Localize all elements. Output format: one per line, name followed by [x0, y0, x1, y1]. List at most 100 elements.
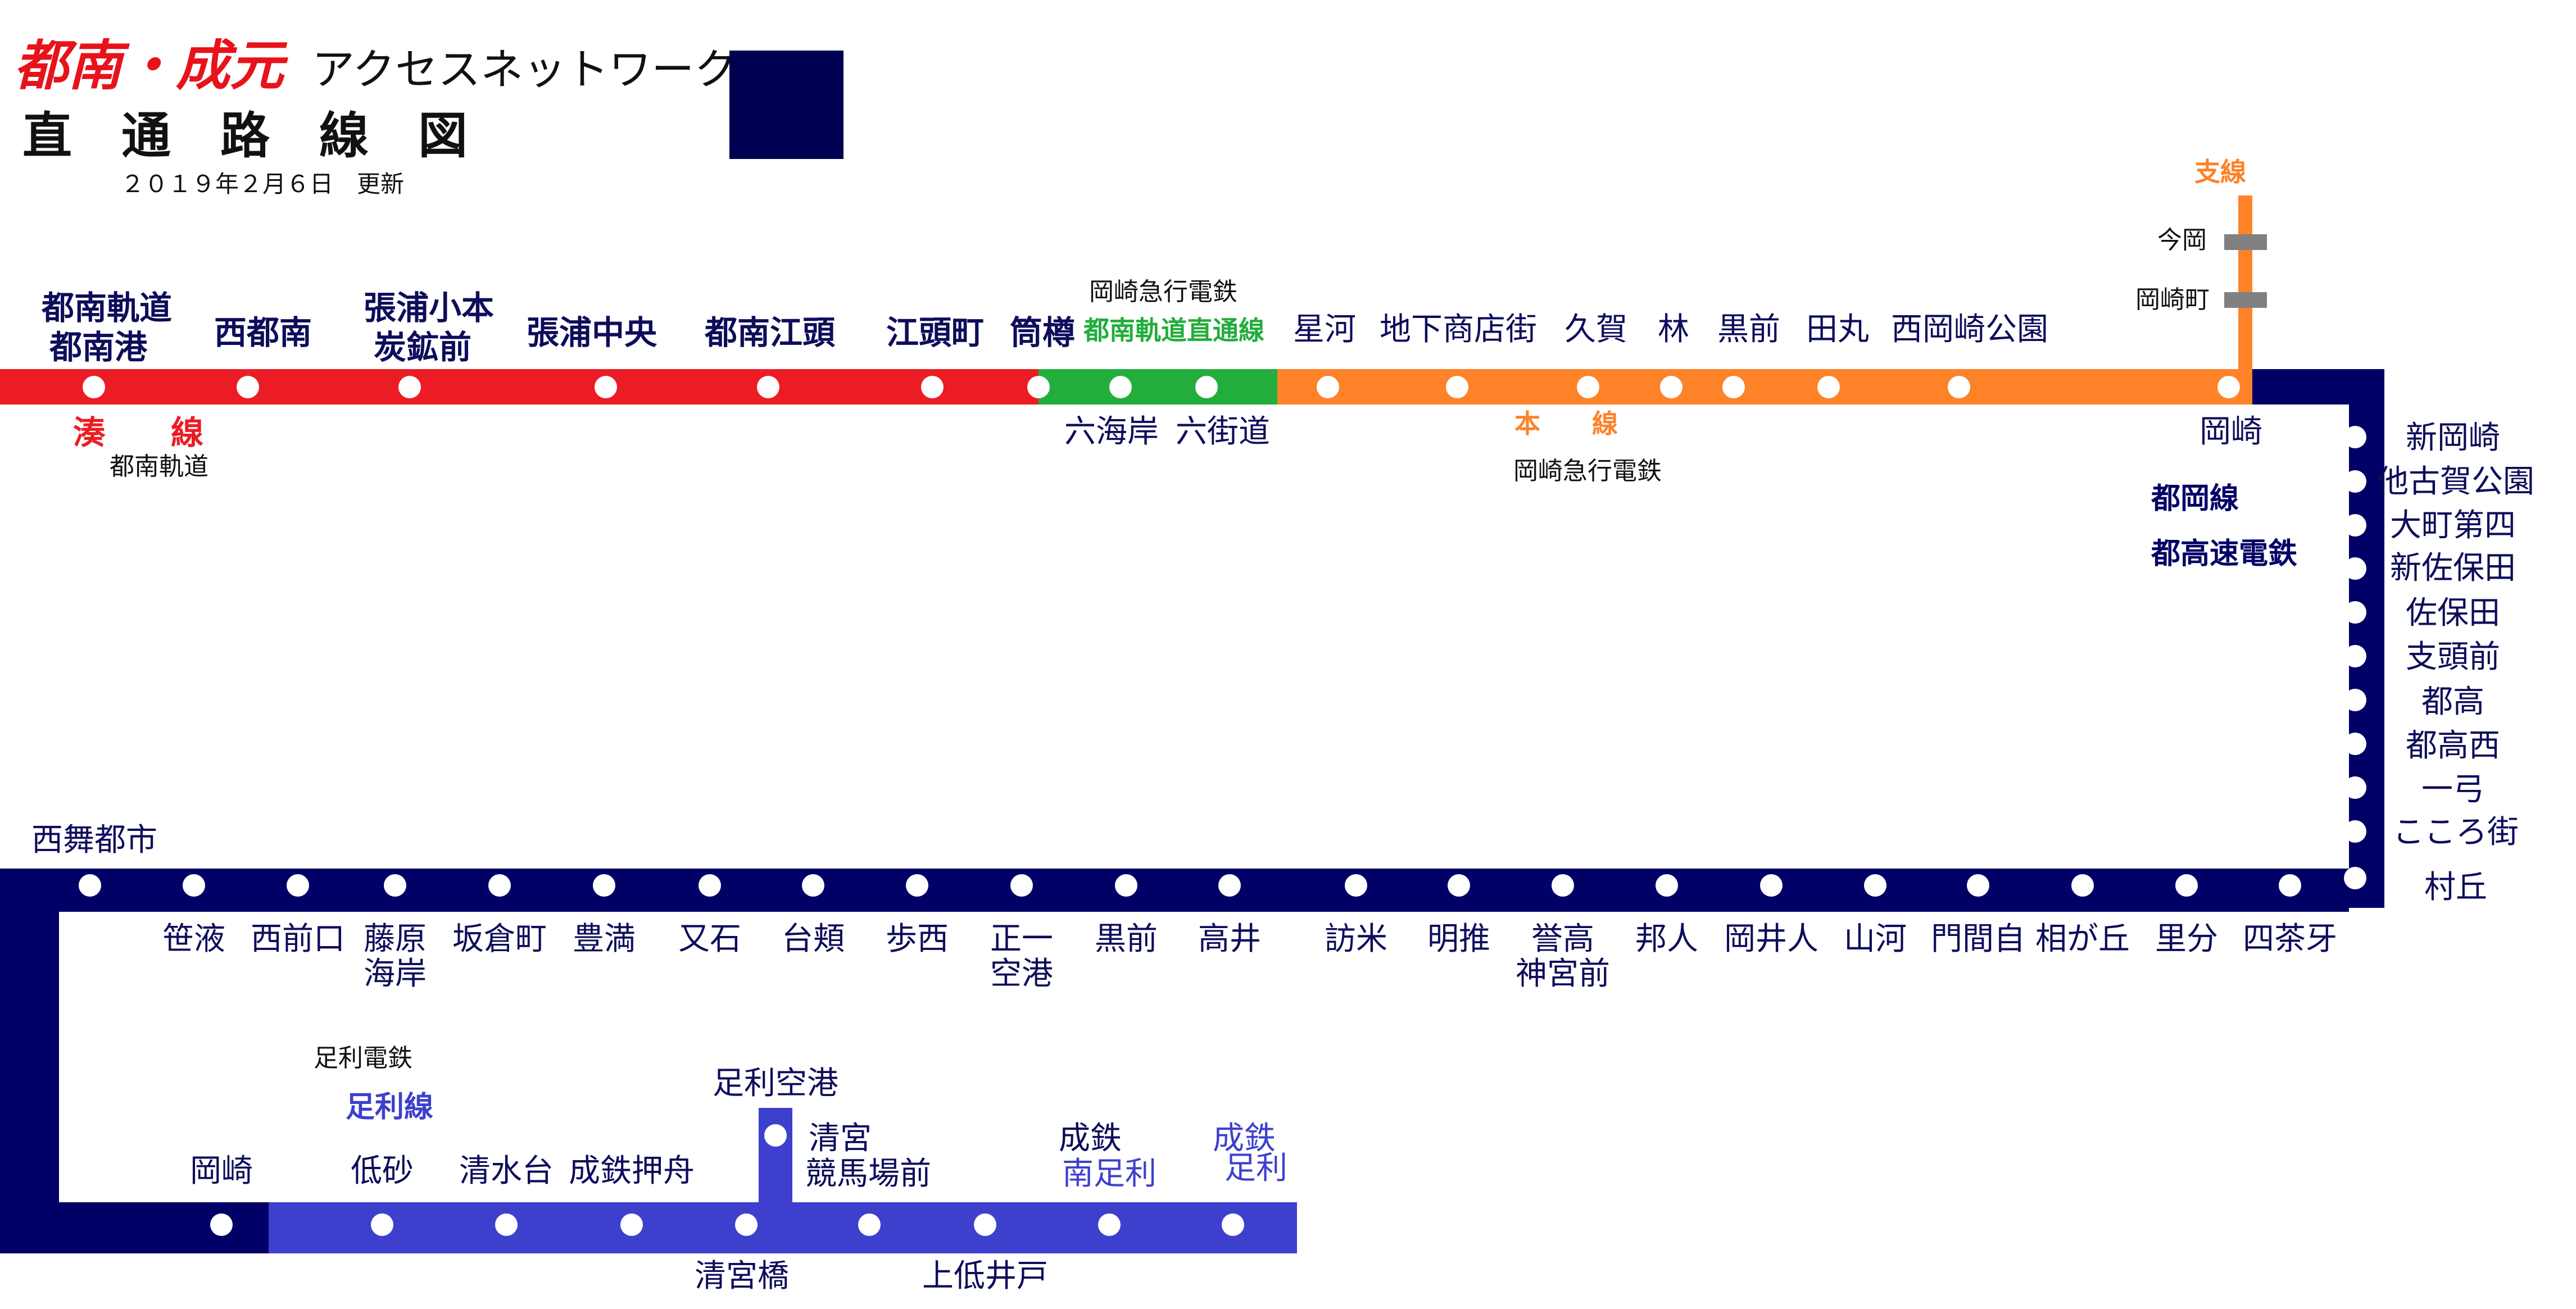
branch-station-marker [2224, 292, 2267, 308]
page-title: 直 通 路 線 図 [22, 107, 468, 165]
station-name: 林 [1658, 311, 1689, 348]
station-stop [735, 1213, 758, 1236]
station-stop [699, 874, 721, 897]
station-stop [1448, 874, 1470, 897]
station-name: 他古賀公園 [2377, 463, 2534, 500]
tooka-line-band [0, 869, 59, 1253]
station-name: 藤原海岸 [364, 921, 427, 992]
station-name: 張浦中央 [527, 313, 657, 352]
station-name: 新佐保田 [2390, 550, 2516, 587]
station-stop [79, 874, 101, 897]
station-stop [2344, 557, 2366, 580]
branch-line-band [2238, 196, 2252, 381]
station-name: 江頭町 [886, 313, 984, 352]
station-name: 都南江頭 [704, 313, 836, 352]
station-stop [620, 1213, 643, 1236]
station-stop [2344, 426, 2366, 448]
station-stop [1722, 376, 1745, 398]
station-name: 筒樽 [1010, 313, 1075, 352]
station-name: 六海岸 [1064, 413, 1159, 450]
station-name: 清水台 [459, 1153, 554, 1189]
station-stop [237, 376, 259, 398]
station-name: 六街道 [1176, 413, 1270, 450]
station-stop [2344, 867, 2366, 889]
station-stop [1115, 874, 1137, 897]
station-name: こころ街 [2393, 814, 2519, 851]
network-subtitle: アクセスネットワーク [312, 44, 737, 94]
station-stop [210, 1213, 233, 1236]
station-name: 高井 [1198, 921, 1261, 957]
station-stop [2071, 874, 2094, 897]
through-line-label: 都南軌道直通線 [1083, 315, 1264, 346]
station-stop [1222, 1213, 1244, 1236]
station-name: 足利空港 [713, 1065, 838, 1102]
station-stops [79, 376, 2366, 1236]
station-stop [1656, 874, 1678, 897]
station-name: 田丸 [1806, 311, 1869, 348]
station-name: 今岡 [2157, 226, 2207, 254]
station-name: 佐保田 [2406, 595, 2500, 631]
station-name: 山河 [1844, 921, 1907, 957]
station-stop [488, 874, 511, 897]
station-stop [2175, 874, 2198, 897]
station-name: 正一空港 [990, 921, 1053, 992]
branch-line-label: 支線 [2194, 157, 2246, 187]
minato-operator-label: 都南軌道 [110, 452, 208, 481]
station-stop [1552, 874, 1574, 897]
station-stop [1098, 1213, 1121, 1236]
tooka-line-band [0, 869, 2349, 912]
station-stop [2344, 514, 2366, 537]
branch-station-marker [2224, 234, 2267, 250]
station-stop [1660, 376, 1682, 398]
station-name: 西舞都市 [31, 822, 157, 858]
station-stop [1446, 376, 1468, 398]
station-stop [1760, 874, 1783, 897]
station-name: 笹液 [162, 921, 225, 957]
station-name: 地下商店街 [1380, 311, 1537, 348]
tooka-line-band [2349, 369, 2384, 897]
update-date: ２０１９年２月６日 更新 [121, 170, 404, 198]
ashikaga-operator-label: 足利電鉄 [314, 1044, 412, 1072]
station-stop [2344, 733, 2366, 755]
station-name: 門間自 [1931, 921, 2025, 957]
station-name: 邦人 [1635, 921, 1698, 957]
station-stop [757, 376, 779, 398]
station-stop [906, 874, 928, 897]
station-name: 四茶牙 [2243, 921, 2337, 957]
station-name: 都南軌道都南港 [41, 289, 172, 366]
minato-line-band [0, 369, 1038, 404]
station-stop [2344, 689, 2366, 711]
station-stop [1195, 376, 1218, 398]
station-stop [1027, 376, 1050, 398]
station-name: 西前口 [251, 921, 345, 957]
station-name: 一弓 [2421, 771, 2484, 808]
station-name: 成鉄押舟 [569, 1153, 695, 1189]
station-name: 西岡崎公園 [1891, 311, 2048, 348]
station-name: 相が丘 [2035, 921, 2130, 957]
station-stop [593, 874, 615, 897]
station-stop [2217, 376, 2240, 398]
station-name: 都高 [2421, 684, 2484, 720]
station-stop [2344, 820, 2366, 843]
station-name: 訪米 [1325, 921, 1387, 957]
station-stop [183, 874, 205, 897]
station-name: 里分 [2155, 921, 2218, 957]
station-stop [802, 874, 824, 897]
main-operator-label: 岡崎急行電鉄 [1513, 457, 1662, 485]
station-stop [595, 376, 617, 398]
station-name: 久賀 [1564, 311, 1627, 348]
station-name: 低砂 [351, 1153, 414, 1189]
station-name: 都高西 [2406, 728, 2500, 764]
station-name: 成鉄足利 [1213, 1120, 1287, 1187]
station-stop [371, 1213, 393, 1236]
station-name: 又石 [678, 921, 741, 957]
station-stop [384, 874, 406, 897]
station-name: 支頭前 [2406, 639, 2500, 675]
station-stop [1577, 376, 1599, 398]
station-name: 黒前 [1717, 311, 1780, 348]
station-stop [1317, 376, 1339, 398]
station-stop [1218, 874, 1241, 897]
station-stop [83, 376, 105, 398]
station-name: 岡崎 [2199, 413, 2262, 450]
through-operator-label: 岡崎急行電鉄 [1089, 278, 1237, 306]
